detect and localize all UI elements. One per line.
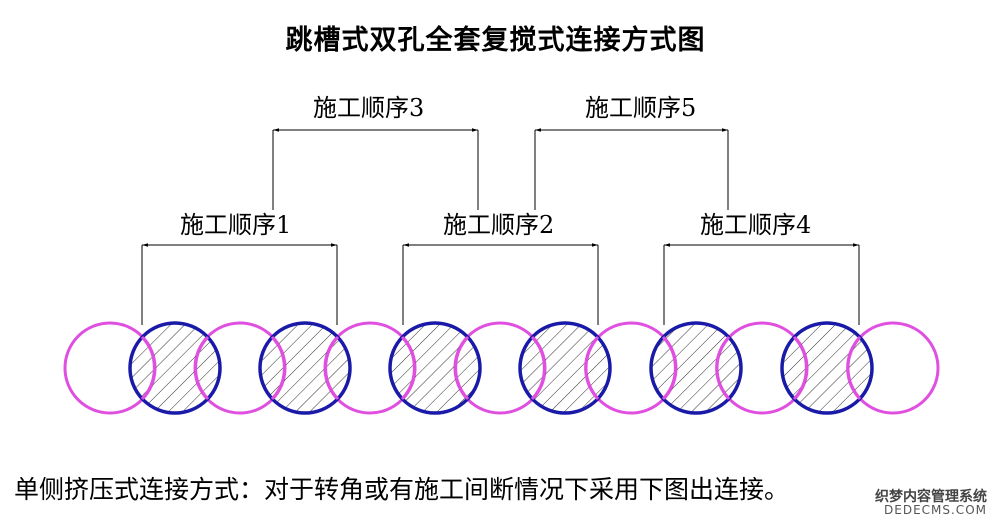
dimension-seq5 [534, 128, 729, 210]
dimension-seq4 [663, 243, 860, 325]
primary-pile [258, 321, 352, 415]
diagram-title: 跳槽式双孔全套复搅式连接方式图 [285, 25, 706, 56]
sequence-label-2: 施工顺序2 [443, 211, 555, 239]
primary-pile [518, 321, 612, 415]
dimension-seq1 [141, 243, 338, 325]
primary-piles [128, 321, 874, 415]
sequence-label-1: 施工顺序1 [180, 211, 292, 239]
watermark: 织梦内容管理系统 DEDECMS.COM [875, 490, 987, 517]
sequence-label-4: 施工顺序4 [700, 211, 812, 239]
dimension-seq3 [272, 128, 479, 210]
secondary-pile-overlaps [140, 335, 862, 401]
primary-pile [388, 321, 482, 415]
watermark-en: DEDECMS.COM [884, 503, 987, 518]
sequence-label-5: 施工顺序5 [585, 94, 697, 122]
caption-text: 单侧挤压式连接方式：对于转角或有施工间断情况下采用下图出连接。 [14, 475, 790, 504]
dimension-lines [141, 128, 860, 325]
dimension-seq2 [402, 243, 599, 325]
sequence-label-3: 施工顺序3 [313, 94, 425, 122]
watermark-cn: 织梦内容管理系统 [875, 488, 987, 505]
primary-pile [128, 321, 222, 415]
primary-pile [649, 321, 743, 415]
primary-pile [780, 321, 874, 415]
